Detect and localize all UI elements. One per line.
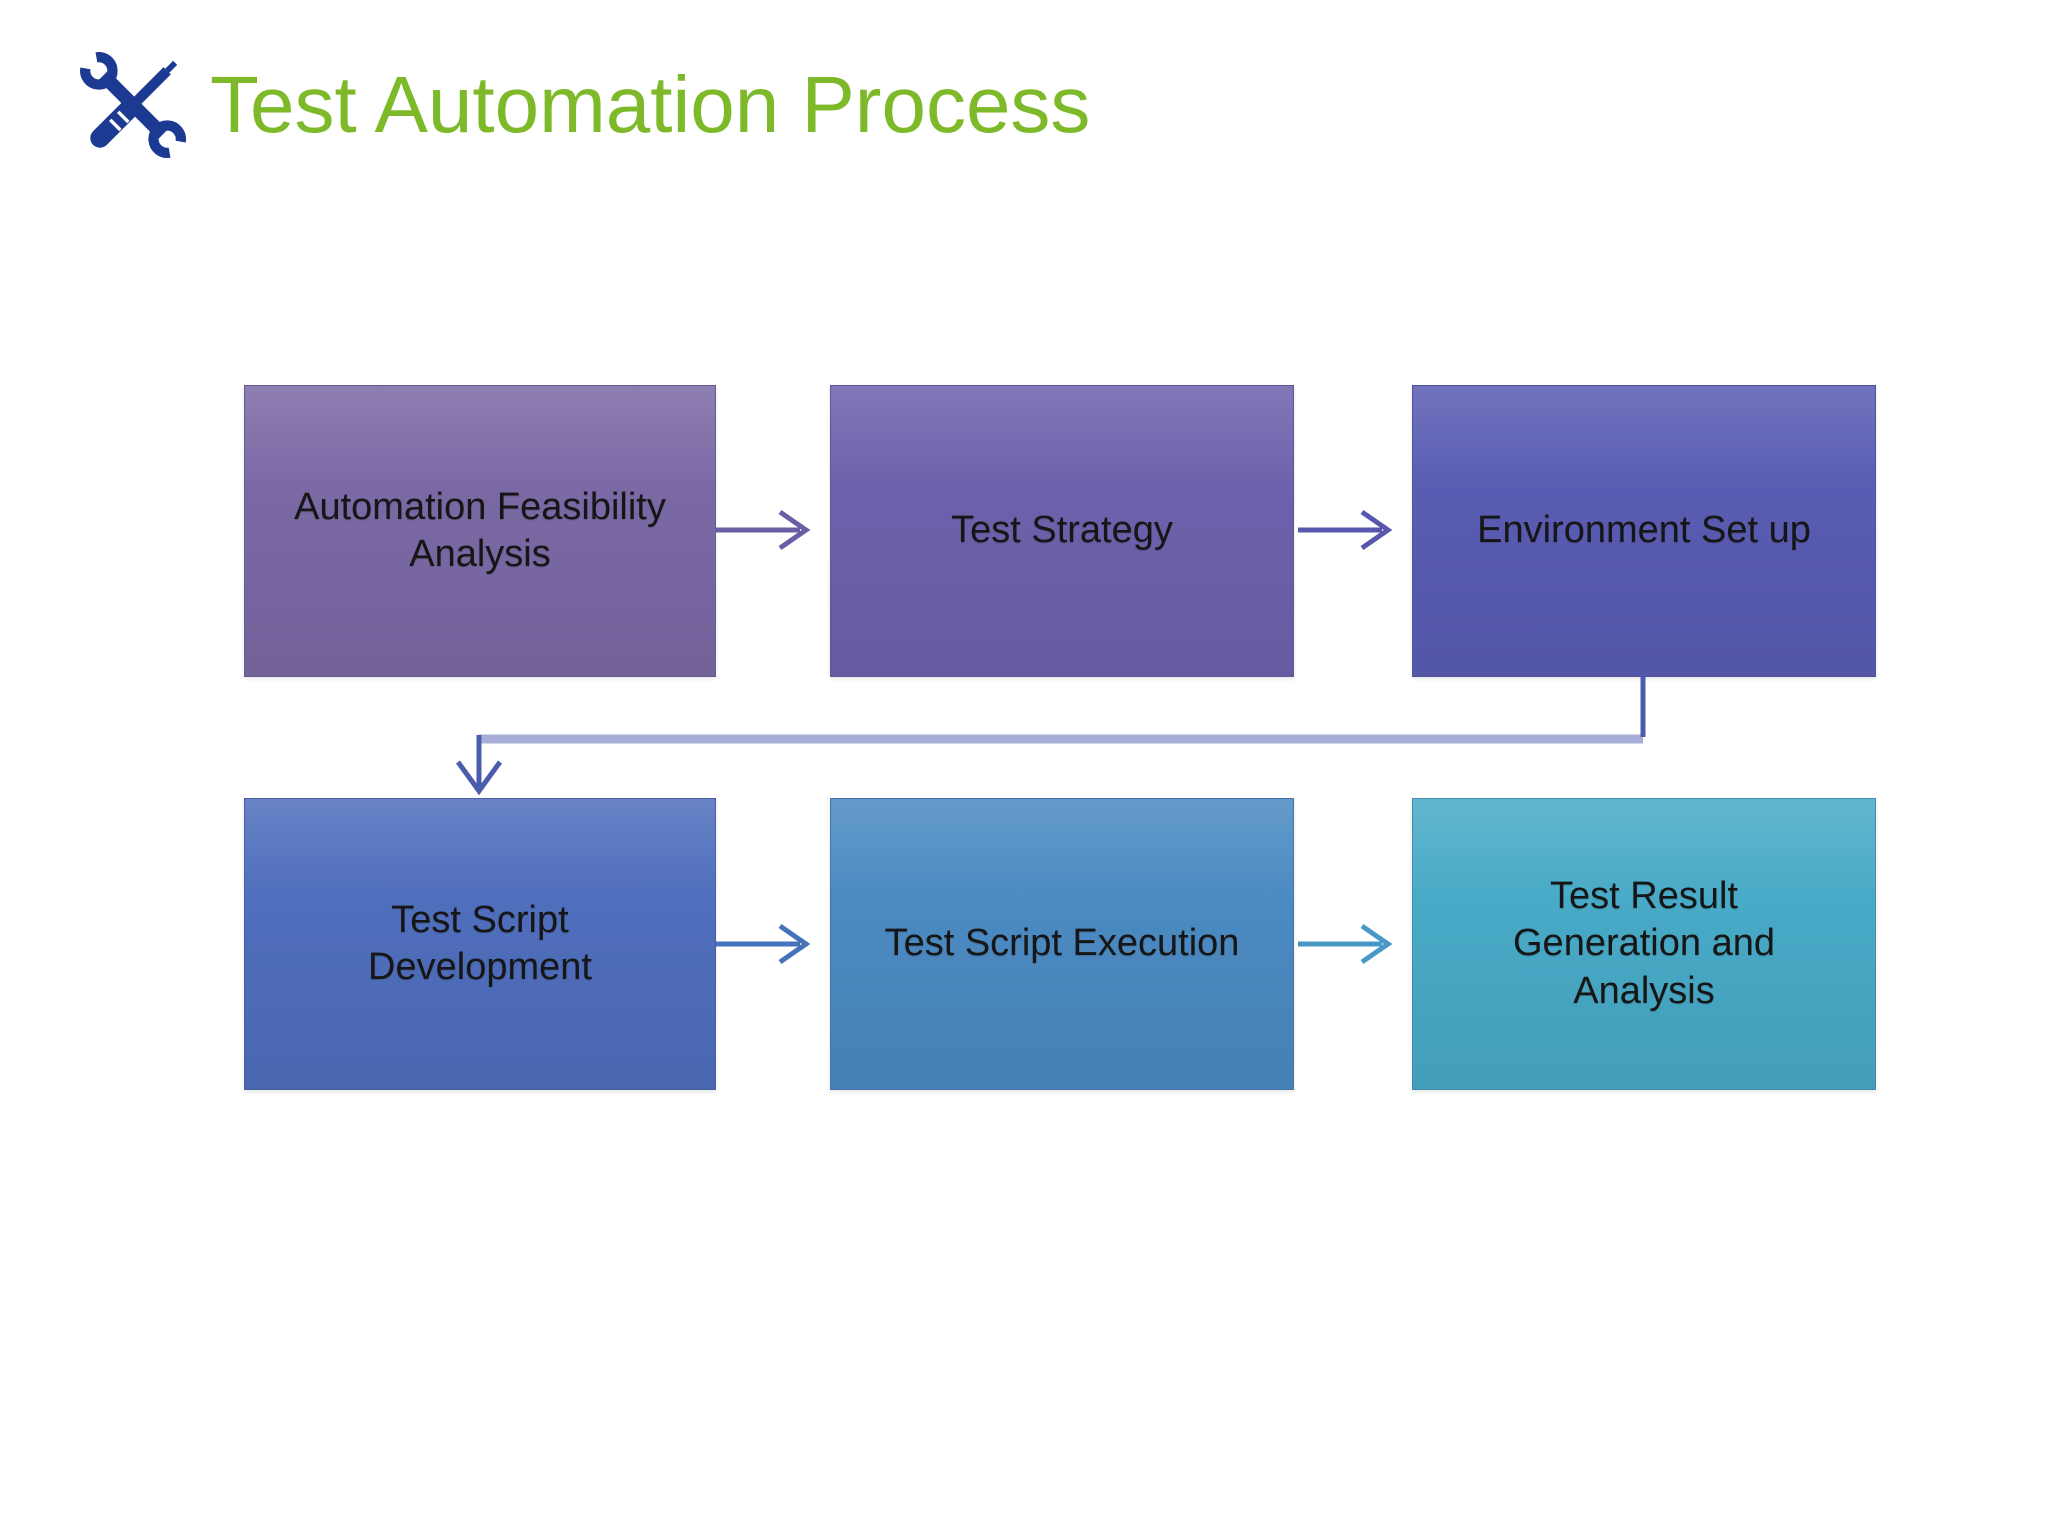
step-label: Test Script Execution [884, 922, 1240, 965]
step-label: Test Result Generation and Analysis [1513, 875, 1775, 1012]
arrow-step4-step5 [716, 923, 811, 965]
step-label: Test Strategy [951, 509, 1173, 552]
step-test-script-execution: Test Script Execution [830, 798, 1294, 1090]
header: Test Automation Process [76, 48, 1090, 162]
arrow-step2-step3 [1298, 509, 1393, 551]
step-test-result-generation-and-analysis: Test Result Generation and Analysis [1412, 798, 1876, 1090]
step-label: Environment Set up [1477, 509, 1811, 552]
step-automation-feasibility-analysis: Automation Feasibility Analysis [244, 385, 716, 677]
arrow-step1-step2 [716, 509, 811, 551]
step-label: Test Script Development [368, 898, 592, 988]
page-title: Test Automation Process [210, 60, 1091, 149]
step-test-strategy: Test Strategy [830, 385, 1294, 677]
step-label: Automation Feasibility Analysis [294, 485, 666, 575]
tools-icon [80, 52, 186, 158]
arrow-step5-step6 [1298, 923, 1393, 965]
step-test-script-development: Test Script Development [244, 798, 716, 1090]
arrow-step3-step4 [455, 676, 1646, 796]
step-environment-set-up: Environment Set up [1412, 385, 1876, 677]
